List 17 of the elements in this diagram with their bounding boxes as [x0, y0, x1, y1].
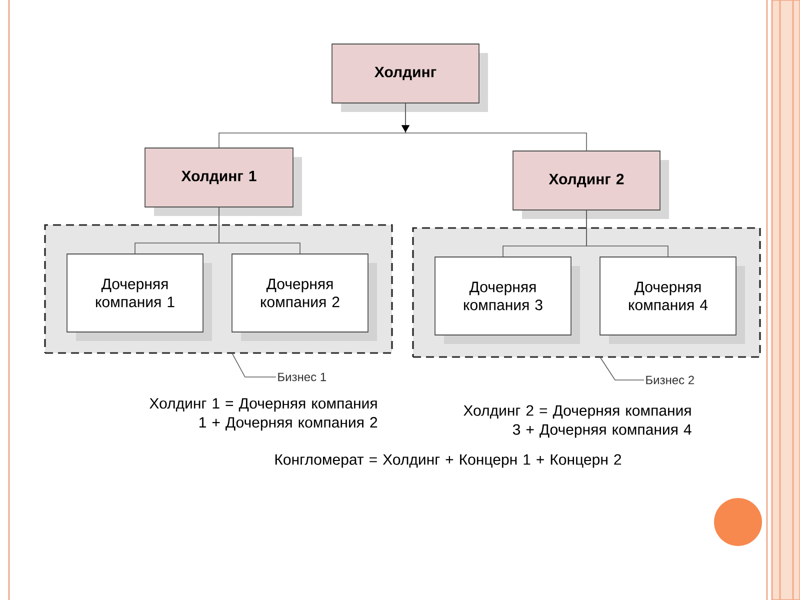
- formula-text: Холдинг 2 = Дочерняя компания 3 + Дочерняя компания 4: [464, 405, 692, 438]
- formula-text: Холдинг 1 = Дочерняя компания 1 + Дочерняя компания 2: [150, 398, 378, 431]
- callout-label: Бизнес 1: [278, 372, 326, 382]
- org-box: Дочерняя компания 1: [66, 254, 212, 341]
- org-box: Дочерняя компания 4: [600, 256, 745, 344]
- connector: [586, 210, 668, 257]
- leader-line: [600, 356, 644, 380]
- org-box: Дочерняя компания 2: [232, 254, 377, 341]
- connector: [218, 207, 300, 254]
- connector: [401, 103, 587, 151]
- leader-line: [232, 352, 276, 378]
- callout-label: Бизнес 2: [646, 376, 694, 384]
- org-box: Холдинг 1: [144, 148, 302, 216]
- org-box: Холдинг 2: [512, 150, 669, 219]
- org-box: Дочерняя компания 3: [434, 256, 580, 344]
- formula-text: Конгломерат = Холдинг + Концерн 1 + Концерн 2: [275, 454, 622, 468]
- org-box: Холдинг: [332, 44, 488, 112]
